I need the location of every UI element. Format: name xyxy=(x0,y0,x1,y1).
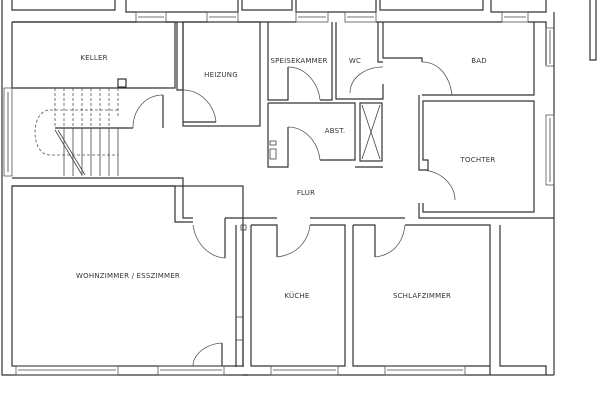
room-wohnzimmer xyxy=(11,185,244,376)
door-arc xyxy=(132,94,164,129)
room-abst xyxy=(267,102,383,168)
room-flur xyxy=(12,177,405,223)
label-schlafzimmer: SCHLAFZIMMER xyxy=(392,292,452,300)
label-kueche: KÜCHE xyxy=(284,292,310,300)
label-speisekammer: SPEISEKAMMER xyxy=(270,57,328,65)
room-right-partial xyxy=(489,225,547,375)
label-keller: KELLER xyxy=(80,54,108,62)
label-wc: WC xyxy=(348,57,362,65)
staircase xyxy=(34,88,133,176)
room-keller xyxy=(12,21,176,89)
room-bad xyxy=(382,22,535,96)
label-wohnzimmer: WOHNZIMMER / ESSZIMMER xyxy=(76,272,180,280)
room-speisekammer xyxy=(267,22,333,101)
room-heizung xyxy=(176,21,261,127)
wall-column xyxy=(235,224,247,367)
label-flur: FLUR xyxy=(296,189,316,197)
room-kueche xyxy=(243,224,554,376)
label-abst: ABST. xyxy=(324,127,346,135)
room-schlafzimmer xyxy=(352,224,491,376)
room-wc xyxy=(335,22,384,100)
label-bad: BAD xyxy=(471,57,487,65)
label-heizung: HEIZUNG xyxy=(204,71,238,79)
label-tochter: TOCHTER xyxy=(460,156,496,164)
room-tochter xyxy=(418,95,554,219)
top-edge-walls xyxy=(11,0,597,61)
